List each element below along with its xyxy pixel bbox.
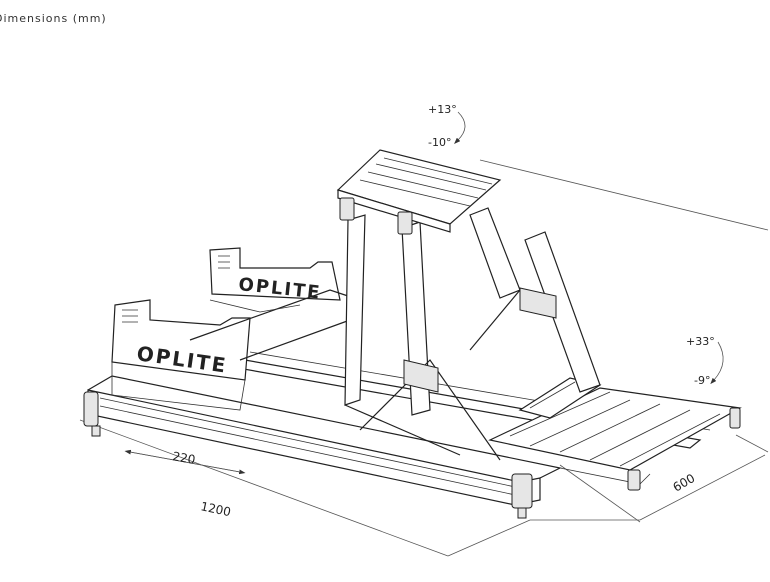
slide-dimension-label: 220 [171, 449, 196, 467]
wheel-angle-indicator [454, 111, 466, 144]
seat-bracket-rear [209, 247, 341, 301]
page-title: Dimensions (mm) [0, 12, 107, 25]
wheel-angle-down-label: -10° [428, 136, 451, 149]
pedal-plate [488, 377, 742, 491]
width-dimension-label: 600 [671, 471, 698, 495]
pedal-angle-up-label: +33° [686, 335, 715, 348]
wheel-plate [336, 149, 502, 235]
slide-arrow [124, 449, 241, 473]
pedal-angle-indicator [710, 341, 724, 385]
length-dimension-label: 1200 [199, 499, 232, 519]
base-frame [83, 351, 711, 519]
wheel-angle-up-label: +13° [428, 103, 457, 116]
dimension-lines [79, 159, 769, 557]
wheel-stand [344, 207, 601, 461]
pedal-angle-down-label: -9° [694, 374, 710, 387]
seat-bracket-front [111, 289, 351, 411]
